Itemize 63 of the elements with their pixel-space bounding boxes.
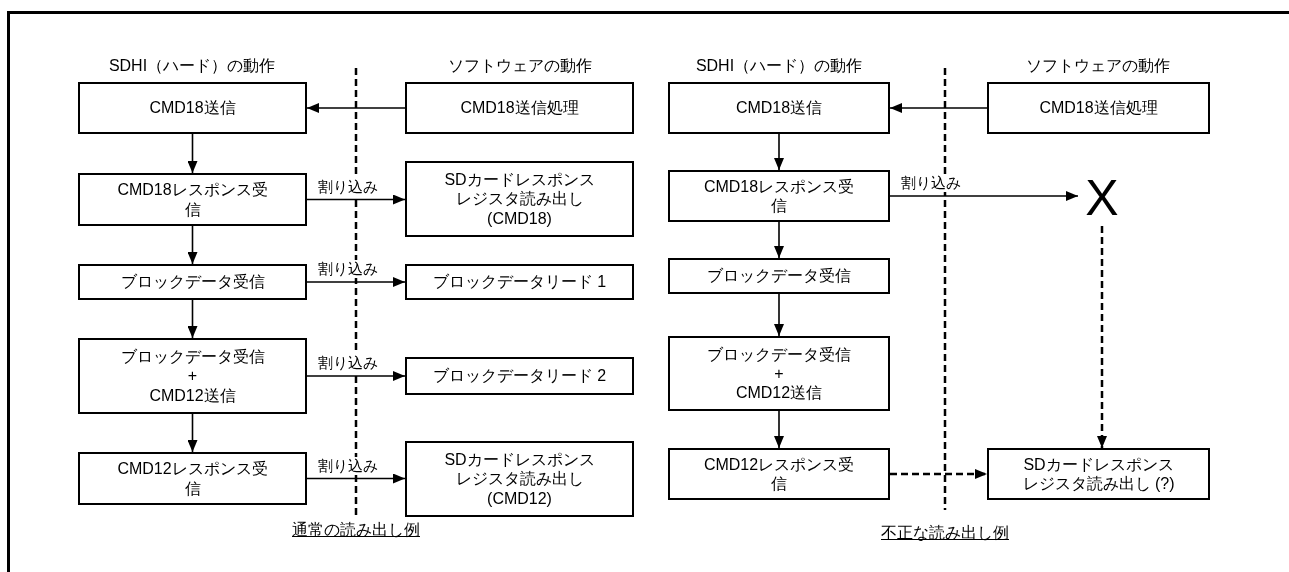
- process-box: [668, 336, 890, 411]
- column-heading: ソフトウェアの動作: [448, 56, 592, 76]
- process-box: [405, 82, 634, 134]
- edge-label: 割り込み: [317, 354, 379, 372]
- box-text: ブロックデータ受信 + CMD12送信: [707, 344, 851, 403]
- example-caption: 不正な読み出し例: [881, 523, 1009, 543]
- box-text: ブロックデータ受信: [120, 272, 265, 292]
- arrow: [187, 299, 198, 339]
- process-box: [405, 357, 634, 395]
- process-box: [405, 161, 634, 237]
- arrow: [890, 469, 987, 479]
- box-text: ブロックデータ受信: [707, 266, 851, 286]
- box-text: CMD12レスポンス受信: [116, 459, 269, 498]
- edge-label: 割り込み: [900, 174, 962, 192]
- process-box: [78, 264, 307, 300]
- box-text: CMD12レスポンス受信: [702, 454, 856, 494]
- arrow: [774, 221, 784, 259]
- box-text: ブロックデータリード 1: [432, 272, 607, 292]
- process-box: [987, 82, 1210, 134]
- arrow: [306, 371, 406, 381]
- box-text: ブロックデータ受信 + CMD12送信: [120, 347, 265, 405]
- process-box: [78, 338, 307, 414]
- edge-label: 割り込み: [317, 260, 379, 278]
- box-text: CMD18送信: [735, 98, 823, 118]
- box-text: CMD18送信処理: [460, 98, 579, 118]
- process-box: [78, 82, 307, 134]
- arrow: [187, 133, 198, 174]
- box-text: SDカードレスポンスレジスタ読み出し (CMD18): [443, 170, 596, 228]
- process-box: [668, 448, 890, 500]
- process-box: [668, 170, 890, 222]
- arrow: [889, 191, 1079, 201]
- box-text: CMD18レスポンス受信: [116, 180, 269, 219]
- box-text: SDカードレスポンスレジスタ読み出し (CMD12): [443, 450, 596, 508]
- edge-label: 割り込み: [317, 177, 379, 196]
- arrow: [306, 473, 406, 484]
- box-text: ブロックデータリード 2: [432, 366, 607, 386]
- arrow: [889, 103, 988, 113]
- arrow: [187, 413, 198, 453]
- process-box: [987, 448, 1210, 500]
- arrow: [774, 293, 784, 337]
- box-text: CMD18レスポンス受信: [702, 176, 856, 216]
- example-caption: 通常の読み出し例: [292, 520, 420, 540]
- arrow: [187, 225, 198, 265]
- arrow: [774, 133, 784, 171]
- box-text: CMD18送信処理: [1039, 98, 1158, 118]
- edge-label: 割り込み: [317, 456, 379, 475]
- process-box: [78, 452, 307, 505]
- process-box: [405, 264, 634, 300]
- process-box: [78, 173, 307, 226]
- arrow: [306, 277, 406, 287]
- column-heading: SDHI（ハード）の動作: [695, 56, 863, 76]
- column-heading: ソフトウェアの動作: [1026, 56, 1170, 76]
- arrow: [306, 103, 406, 113]
- column-heading: SDHI（ハード）の動作: [108, 56, 276, 76]
- box-text: CMD18送信: [149, 98, 236, 118]
- box-text: SDカードレスポンスレジスタ読み出し (?): [1021, 454, 1176, 494]
- cross-mark: X: [1085, 173, 1119, 223]
- arrow: [1097, 226, 1107, 448]
- process-box: [668, 258, 890, 294]
- arrow: [774, 410, 784, 449]
- arrow: [306, 194, 406, 205]
- process-box: [668, 82, 890, 134]
- process-box: [405, 441, 634, 517]
